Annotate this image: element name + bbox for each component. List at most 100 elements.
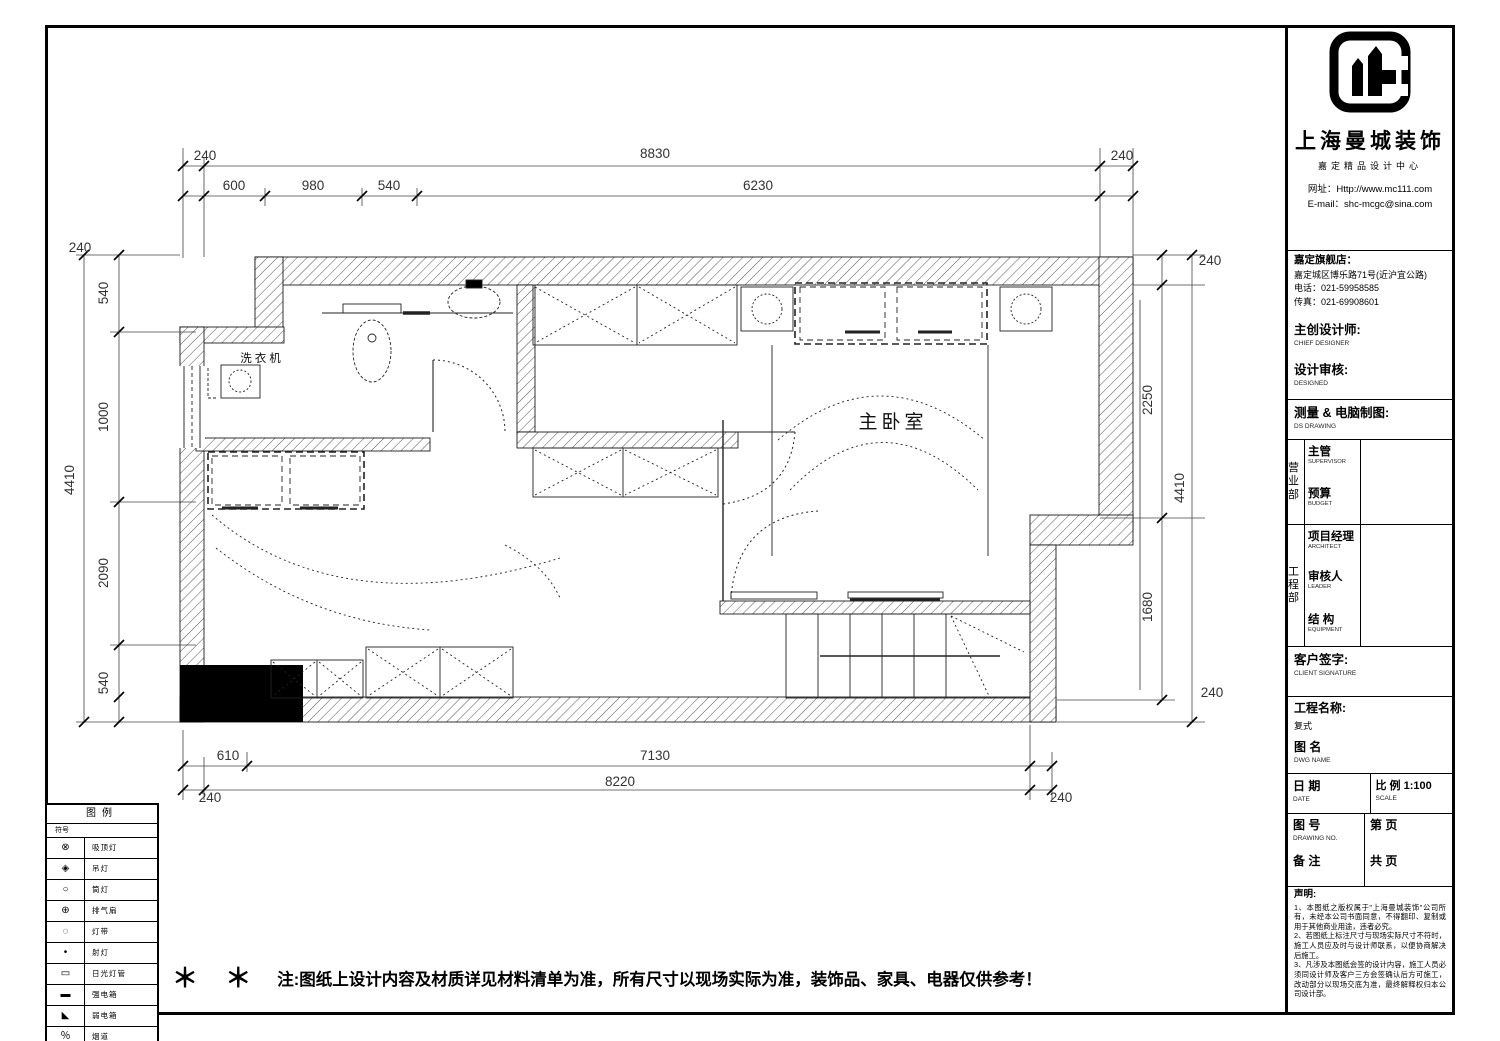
- page-total-cell: 共 页: [1364, 850, 1452, 886]
- legend-row: • 射灯: [47, 943, 157, 964]
- dim-right-2250: 2250: [1140, 385, 1155, 415]
- doors: [432, 359, 944, 602]
- room-label-master: 主卧室: [858, 411, 927, 433]
- dim-top-540: 540: [378, 178, 401, 193]
- company-website: 网址：Http://www.mc111.com: [1307, 184, 1433, 195]
- wardrobe-top: [532, 284, 738, 346]
- exhaust-fan-icon: ⊕: [47, 901, 85, 921]
- remark-cell: 备 注: [1293, 854, 1321, 868]
- legend-table: 图例 符号 ⊗ 吸顶灯 ◈ 吊灯 ○ 筒灯 ⊕ 排气扇 ◌ 灯带 • 射灯 ▭: [45, 803, 159, 1041]
- master-bedroom: [722, 282, 1053, 601]
- light-strip-icon: ◌: [47, 922, 85, 942]
- nightstand-left: [740, 286, 794, 332]
- dim-bot-610: 610: [217, 748, 240, 763]
- legend-row: ◌ 灯带: [47, 922, 157, 943]
- bathroom: [207, 279, 513, 399]
- scale-cell: 比 例 1:100 SCALE: [1369, 774, 1453, 813]
- basin: [447, 279, 501, 319]
- wardrobe-mid: [532, 447, 719, 498]
- nightstand-right: [999, 286, 1053, 332]
- spotlight-icon: •: [47, 943, 85, 963]
- dept-row-checker: 审核人 LEADER: [1305, 564, 1361, 609]
- sliding-threshold: [847, 591, 944, 602]
- dim-top-6230: 6230: [743, 178, 773, 193]
- dim-left-540a: 540: [96, 282, 111, 305]
- department-table: 营业部 主管 SUPERVISOR 预算 BUDGET 工程部: [1288, 439, 1452, 646]
- dept-row-supervisor: 主管 SUPERVISOR: [1305, 440, 1361, 482]
- fluorescent-tube-icon: ▭: [47, 964, 85, 984]
- pendant-lamp-icon: ◈: [47, 859, 85, 879]
- door-master: [722, 431, 796, 505]
- store-fax: 传真：021-69908601: [1294, 296, 1380, 307]
- dept-sales-label: 营业部: [1288, 440, 1305, 524]
- solid-mass: [180, 665, 303, 722]
- dim-left-1000: 1000: [96, 402, 111, 432]
- statement-title: 声明:: [1294, 889, 1317, 900]
- dim-right-240t: 240: [1199, 253, 1222, 268]
- store-address: 嘉定城区博乐路71号(近沪宜公路): [1294, 269, 1428, 280]
- company-subtitle: 嘉定精品设计中心: [1317, 161, 1422, 171]
- dwg-name: 图 名 DWG NAME: [1294, 740, 1331, 764]
- sheet-border: [45, 25, 1455, 1015]
- legend-row: ▬ 强电箱: [47, 985, 157, 1006]
- client-signature: 客户签字: CLIENT SIGNATURE: [1288, 646, 1452, 696]
- title-block: 上海曼城装饰 嘉定精品设计中心 网址：Http://www.mc111.com …: [1285, 28, 1452, 1012]
- wardrobes: [270, 284, 738, 699]
- store-phone: 电话：021-59958585: [1294, 283, 1380, 294]
- legend-row: ▭ 日光灯管: [47, 964, 157, 985]
- note-asterisks: ＊ ＊: [172, 963, 262, 993]
- drawing-no-cell: 图 号 DRAWING NO.: [1293, 818, 1338, 842]
- room-label-laundry: 洗衣机: [240, 351, 284, 365]
- statement: 声明: 1、本图纸之版权属于"上海曼城装饰"公司所有，未经本公司书面同意，不得翻…: [1288, 886, 1452, 1009]
- legend-row: ⊕ 排气扇: [47, 901, 157, 922]
- store-info: 嘉定旗舰店： 嘉定城区博乐路71号(近沪宜公路) 电话：021-59958585…: [1288, 250, 1452, 317]
- toilet: [342, 303, 402, 383]
- power-box-icon: ▬: [47, 985, 85, 1005]
- company-email: E-mail：shc-mcgc@sina.com: [1307, 199, 1433, 211]
- page-first-cell: 第 页: [1364, 814, 1452, 850]
- statement-item-1: 1、本图纸之版权属于"上海曼城装饰"公司所有，未经本公司书面同意，不得翻印、复制…: [1294, 902, 1446, 931]
- door-bathroom: [432, 359, 506, 433]
- weak-current-box-icon: ◣: [47, 1006, 85, 1026]
- legend-row: ○ 筒灯: [47, 880, 157, 901]
- master-bed: [771, 282, 989, 556]
- ceiling-lamp-icon: ⊗: [47, 838, 85, 858]
- dim-bot-7130: 7130: [640, 748, 670, 763]
- window-left: [179, 366, 205, 448]
- legend-col-symbol: 符号: [55, 827, 69, 834]
- cabinet-large: [365, 646, 514, 699]
- dim-left-4410: 4410: [62, 465, 77, 495]
- downlight-icon: ○: [47, 880, 85, 900]
- date-scale-row: 日 期 DATE 比 例 1:100 SCALE: [1288, 773, 1452, 813]
- door-stairwell: [730, 510, 819, 600]
- cabinet-small: [270, 659, 364, 699]
- dim-bot-8220: 8220: [605, 774, 635, 789]
- dept-row-architect: 项目经理 ARCHITECT: [1305, 525, 1361, 565]
- washing-machine: [207, 364, 261, 399]
- dept-sales-group: 营业部 主管 SUPERVISOR 预算 BUDGET: [1288, 440, 1452, 524]
- date-cell: 日 期 DATE: [1293, 779, 1321, 803]
- company-header: 上海曼城装饰 嘉定精品设计中心 网址：Http://www.mc111.com …: [1288, 28, 1452, 250]
- dim-left-540b: 540: [96, 672, 111, 695]
- dim-right-240b: 240: [1201, 685, 1224, 700]
- dim-top-980: 980: [302, 178, 325, 193]
- footer-note: ＊ ＊ 注:图纸上设计内容及材质详见材料清单为准，所有尺寸以现场实际为准，装饰品…: [172, 965, 1280, 991]
- company-logo: [1329, 31, 1411, 113]
- legend-row: ◣ 弱电箱: [47, 1006, 157, 1027]
- dim-right-1680: 1680: [1140, 592, 1155, 622]
- dept-row-budget: 预算 BUDGET: [1305, 482, 1361, 524]
- legend-subheader: 符号: [47, 824, 157, 838]
- dim-left-2090: 2090: [96, 558, 111, 588]
- legend-row: ◈ 吊灯: [47, 859, 157, 880]
- dept-eng-group: 工程部 项目经理 ARCHITECT 审核人 LEADER 结 构 EQUIP: [1288, 524, 1452, 646]
- dimension-labels: 240 8830 240 600 980 540 6230 240 540 10…: [62, 146, 1223, 805]
- dim-right-4410: 4410: [1172, 473, 1187, 503]
- dept-row-structure: 结 构 EQUIPMENT: [1305, 608, 1361, 646]
- dim-top-600: 600: [223, 178, 246, 193]
- second-bedroom-bed: [207, 451, 561, 631]
- project-name: 工程名称: 复式: [1288, 696, 1452, 736]
- statement-item-3: 3、凡涉及本图纸会签的设计内容，施工人员必须同设计师及客户三方会签确认后方可施工…: [1294, 960, 1446, 999]
- note-text: 注:图纸上设计内容及材质详见材料清单为准，所有尺寸以现场实际为准，装饰品、家具、…: [277, 971, 1042, 989]
- field-survey-drawing: 测量 & 电脑制图: DS DRAWING: [1288, 399, 1452, 439]
